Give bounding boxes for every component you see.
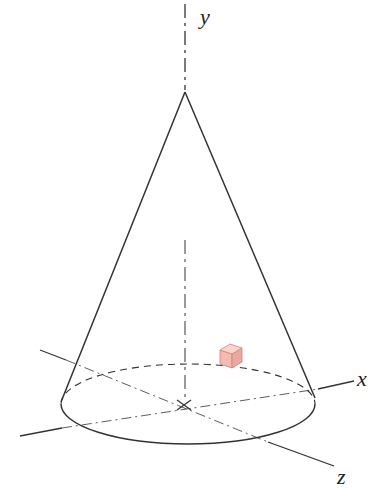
base-front (61, 404, 315, 444)
base-back (61, 364, 315, 404)
cone-side (185, 92, 315, 398)
axis-label: y (200, 6, 210, 28)
axis-label: z (337, 466, 346, 488)
z-axis-inner (66, 360, 268, 442)
x-axis (318, 381, 354, 389)
y-axis-inner (185, 240, 186, 400)
cone-side (61, 92, 185, 402)
y-axis (184, 4, 185, 90)
z-axis (40, 350, 66, 360)
x-axis-inner (62, 389, 318, 428)
cube (220, 344, 242, 368)
axis-label: x (357, 368, 367, 390)
z-axis (268, 442, 334, 466)
x-axis (20, 428, 62, 436)
